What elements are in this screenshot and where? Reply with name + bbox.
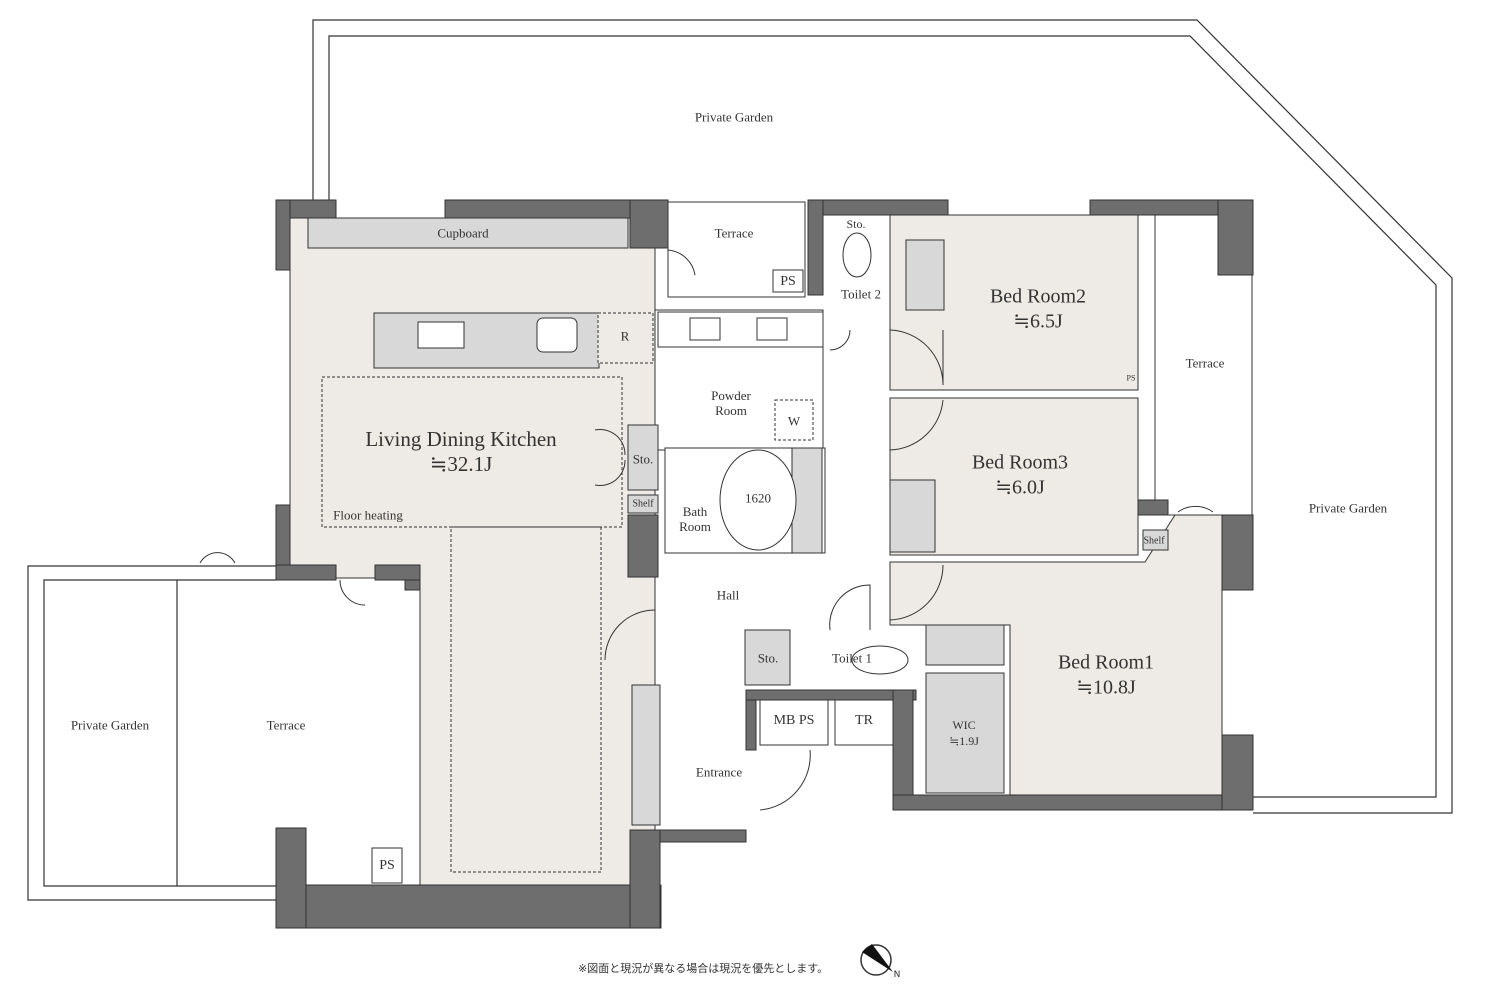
terrace-right-label: Terrace [1185,355,1225,371]
private-garden-left-label: Private Garden [70,717,150,733]
sto-ldk-label: Sto. [632,451,654,467]
terrace-left-label: Terrace [266,717,306,733]
bed3-area: ≒6.0J [995,476,1045,499]
mbps-label: MB PS [773,712,815,728]
fixtures [307,217,1169,884]
washer-label: W [787,413,801,429]
tr-label: TR [855,712,873,728]
private-garden-top-label: Private Garden [694,109,774,125]
ps-left-label: PS [379,857,395,873]
cupboard-label: Cupboard [437,225,489,241]
bath-size-label: 1620 [745,490,771,506]
sto-hall-label: Sto. [757,650,779,666]
bath-room-label: Bath Room [679,504,711,534]
bed2-area: ≒6.5J [1013,310,1063,333]
powder-room-label: Powder Room [711,388,751,418]
walls [275,199,1254,929]
private-garden-right-label: Private Garden [1308,500,1388,516]
wic-area: ≒1.9J [949,734,979,749]
toilet2-label: Toilet 2 [841,286,881,302]
toilet1-label: Toilet 1 [832,650,872,666]
bed1-area: ≒10.8J [1076,676,1136,699]
bed3-name: Bed Room3 [971,451,1069,474]
bed1-name: Bed Room1 [1057,651,1155,674]
shelf-ldk-label: Shelf [632,498,654,510]
doors [199,249,1214,811]
refrigerator-label: R [620,328,630,344]
floor-heating-label: Floor heating [333,507,403,523]
north-label: N [893,969,901,980]
ldk-name: Living Dining Kitchen [365,426,557,451]
bath-fixtures [417,232,909,746]
north-arrow-icon [860,944,893,976]
terrace-top-label: Terrace [714,225,754,241]
wic-name: WIC [952,718,976,733]
bed2-name: Bed Room2 [989,285,1087,308]
disclaimer-note: ※図面と現況が異なる場合は現況を優先とします。 [578,962,829,975]
ldk-area: ≒32.1J [429,451,493,476]
garden-outline [27,19,1453,901]
ps-terrace-label: PS [780,273,796,289]
ps-bed2-label: PS [1126,373,1136,383]
sto-toilet2-label: Sto. [846,217,866,232]
hall-label: Hall [716,587,740,603]
floor-heating-area [321,376,623,873]
shelf-bed-label: Shelf [1143,535,1165,547]
entrance-label: Entrance [695,764,743,780]
